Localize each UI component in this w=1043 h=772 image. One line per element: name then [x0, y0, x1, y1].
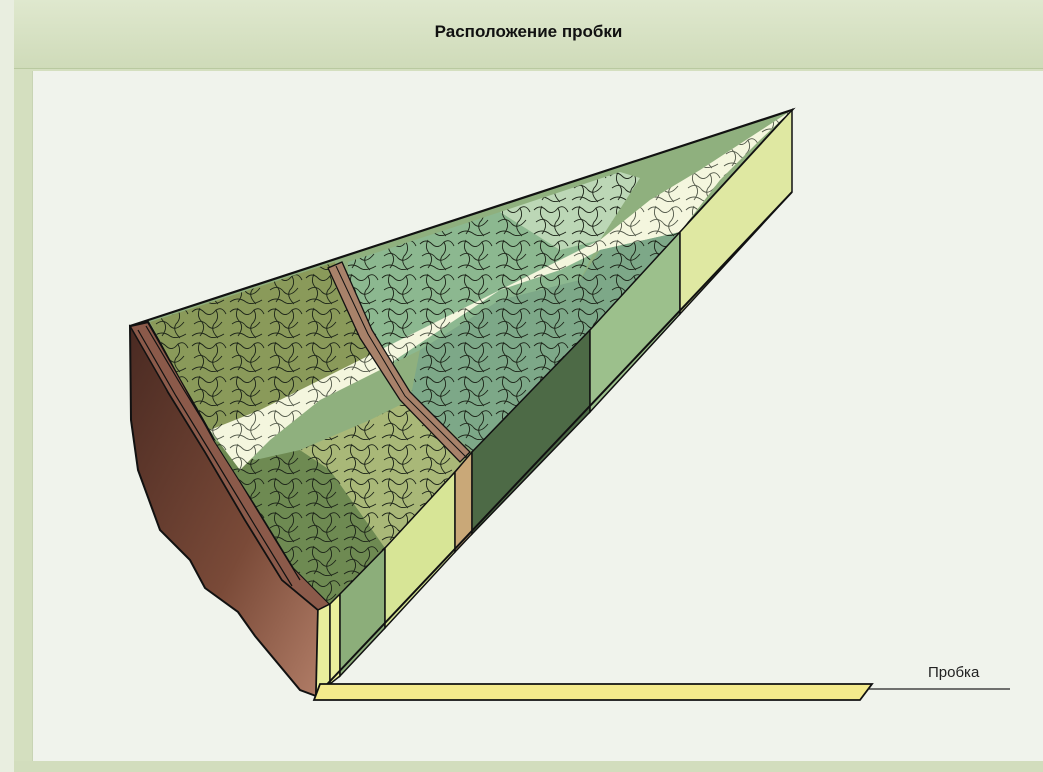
cork-plug [314, 684, 872, 700]
plug-label: Пробка [928, 664, 979, 681]
